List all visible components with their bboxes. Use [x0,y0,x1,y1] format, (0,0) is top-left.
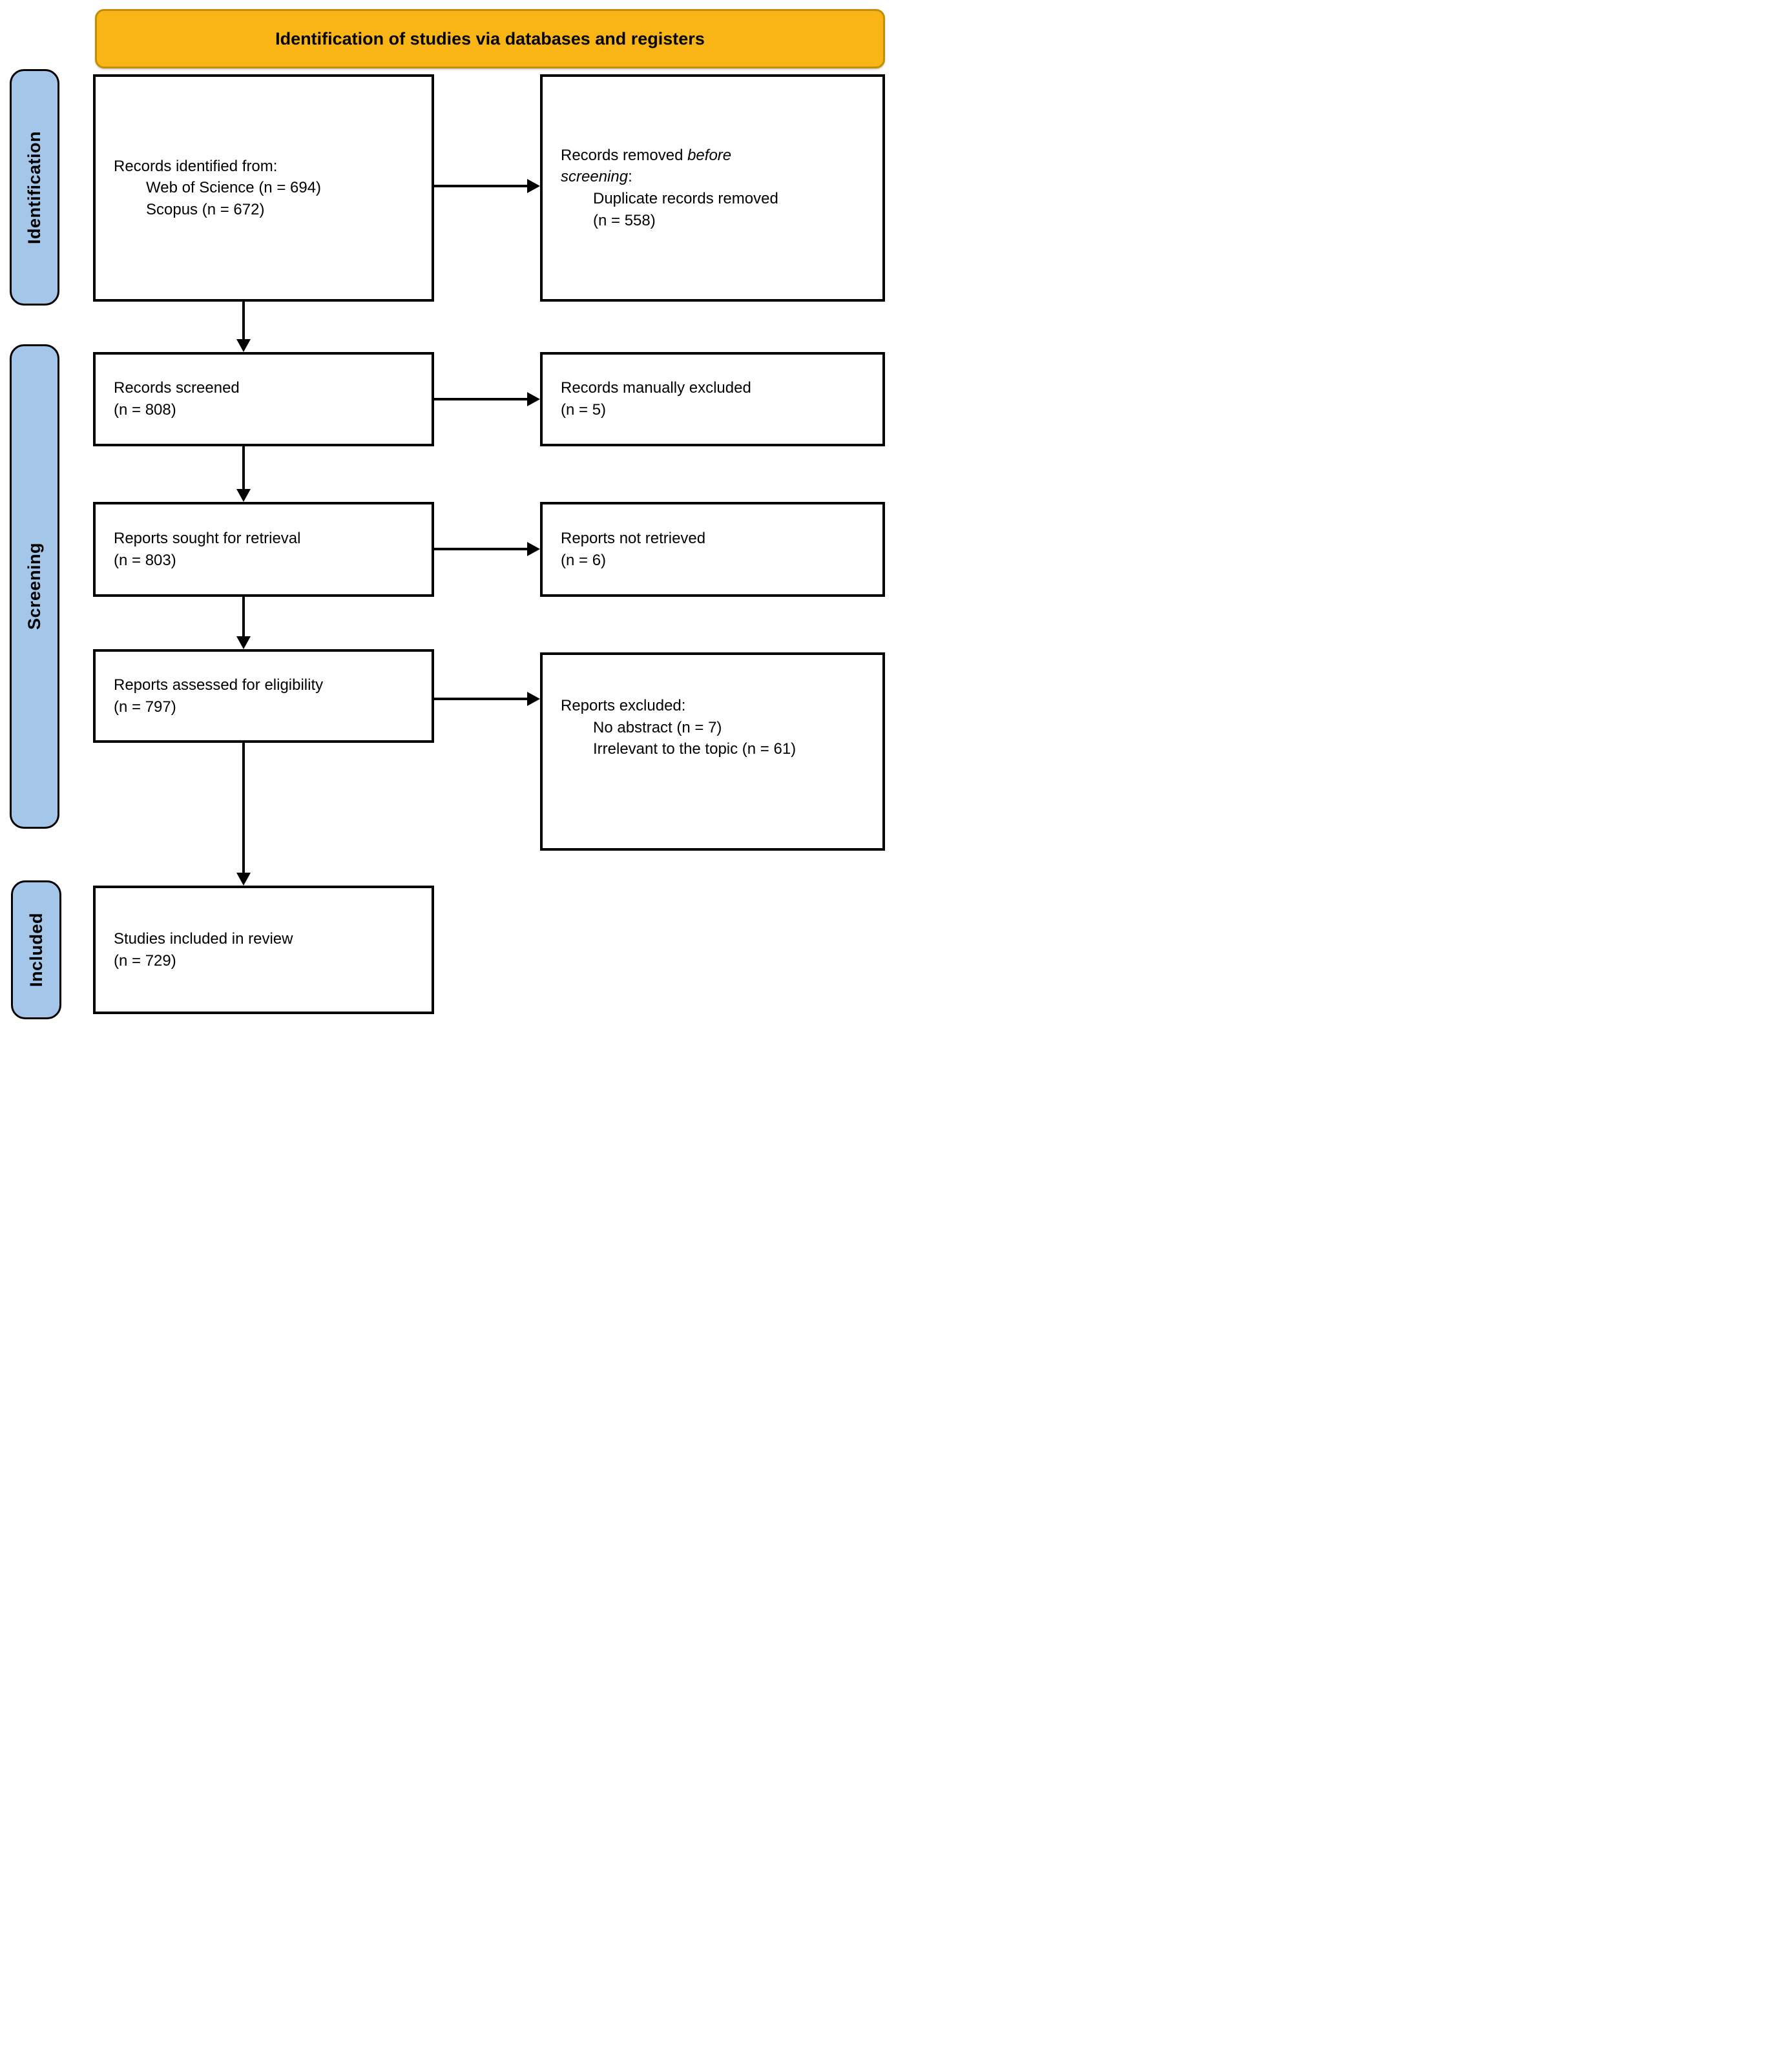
arrow-assessed-to-included [242,743,245,873]
box-records-removed-title-suffix: : [628,168,632,186]
prisma-flow-diagram: Identification of studies via databases … [0,0,896,1028]
stage-label-included: Included [11,880,61,1019]
banner-title-text: Identification of studies via databases … [275,28,705,48]
arrow-identified-to-removed [434,185,527,187]
box-records-identified-item: Scopus (n = 672) [146,200,265,218]
stage-label-screening-text: Screening [25,543,44,630]
box-records-identified: Records identified from: Web of Science … [93,74,434,302]
box-records-manually-excluded: Records manually excluded (n = 5) [540,352,885,446]
box-reports-excluded-title: Reports excluded: [561,697,686,714]
box-records-removed-title-prefix: Records removed [561,146,688,164]
stage-label-identification: Identification [10,69,59,306]
box-records-manually-excluded-count: (n = 5) [561,401,607,419]
arrow-sought-to-not-retrieved [434,548,527,550]
box-reports-sought: Reports sought for retrieval (n = 803) [93,502,434,597]
box-records-screened-count: (n = 808) [114,401,176,419]
box-records-identified-item: Web of Science (n = 694) [146,179,322,197]
box-records-identified-title: Records identified from: [114,157,278,175]
box-reports-sought-line: Reports sought for retrieval [114,529,301,547]
arrow-identified-to-screened [242,302,245,339]
box-records-manually-excluded-line: Records manually excluded [561,379,751,397]
box-records-removed-item: (n = 558) [593,211,656,229]
box-reports-assessed-line: Reports assessed for eligibility [114,676,324,694]
box-records-removed-title-line2: screening: [561,166,877,188]
stage-label-identification-text: Identification [25,130,44,244]
stage-label-screening: Screening [10,344,59,829]
box-reports-not-retrieved-line: Reports not retrieved [561,529,706,547]
box-reports-excluded: Reports excluded: No abstract (n = 7) Ir… [540,652,885,851]
box-reports-excluded-item: No abstract (n = 7) [593,718,722,736]
box-studies-included: Studies included in review (n = 729) [93,886,434,1014]
box-records-removed-title-italic: screening [561,168,629,186]
box-records-removed-title-line1: Records removed before [561,145,877,167]
box-reports-not-retrieved: Reports not retrieved (n = 6) [540,502,885,597]
banner-title: Identification of studies via databases … [95,9,885,68]
box-studies-included-line: Studies included in review [114,929,293,948]
box-reports-sought-count: (n = 803) [114,551,176,569]
box-reports-assessed-count: (n = 797) [114,698,176,716]
arrow-screened-to-sought [242,446,245,489]
box-records-screened: Records screened (n = 808) [93,352,434,446]
arrow-screened-to-manually-excluded [434,398,527,400]
box-studies-included-count: (n = 729) [114,951,176,970]
box-records-screened-line: Records screened [114,379,240,397]
arrow-assessed-to-excluded [434,698,527,700]
arrow-sought-to-assessed [242,597,245,636]
box-records-removed-item: Duplicate records removed [593,190,778,207]
stage-label-included-text: Included [26,912,46,987]
box-reports-assessed: Reports assessed for eligibility (n = 79… [93,649,434,743]
box-reports-excluded-item: Irrelevant to the topic (n = 61) [593,740,797,758]
box-reports-not-retrieved-count: (n = 6) [561,551,607,569]
box-records-removed-title-italic: before [687,146,732,164]
box-records-removed-before-screening: Records removed before screening: Duplic… [540,74,885,302]
